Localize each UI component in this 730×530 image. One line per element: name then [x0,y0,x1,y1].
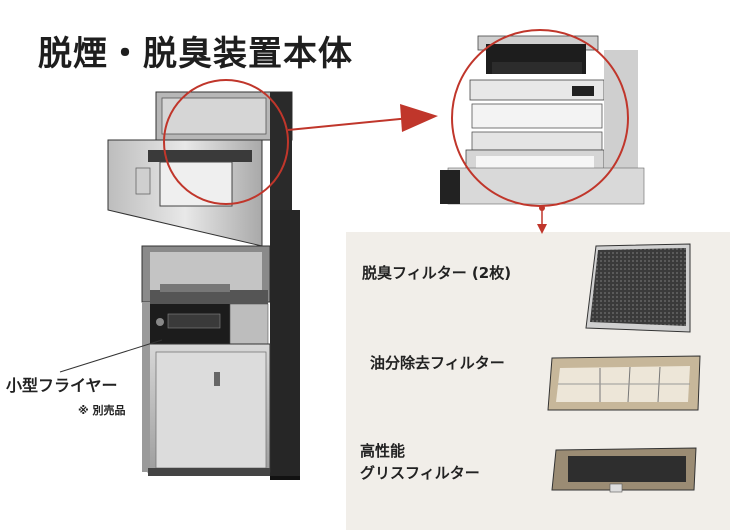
grease-filter-label-line2: グリスフィルター [360,464,480,482]
grease-filter-label: 高性能 グリスフィルター [360,440,480,484]
grease-filter-label-line1: 高性能 [360,442,406,460]
grease-filter-image [551,447,697,493]
cabinet-unit [107,91,300,480]
filter-unit-detail [440,35,645,205]
deodorizing-filter-label: 脱臭フィルター (2枚) [362,264,512,282]
pointer-line [287,117,411,131]
connector-arrow [537,224,547,234]
highlight-circle-left [163,79,289,205]
oil-removal-filter-image [547,355,701,411]
fryer-leader-line [59,339,163,373]
fryer-note: ※ 別売品 [78,404,126,417]
deodorizing-filter-image [585,243,691,333]
oil-removal-filter-label: 油分除去フィルター [370,354,505,372]
fryer-label: 小型フライヤー [6,376,118,395]
arrow-head [400,104,438,132]
page-title: 脱煙・脱臭装置本体 [38,34,353,74]
